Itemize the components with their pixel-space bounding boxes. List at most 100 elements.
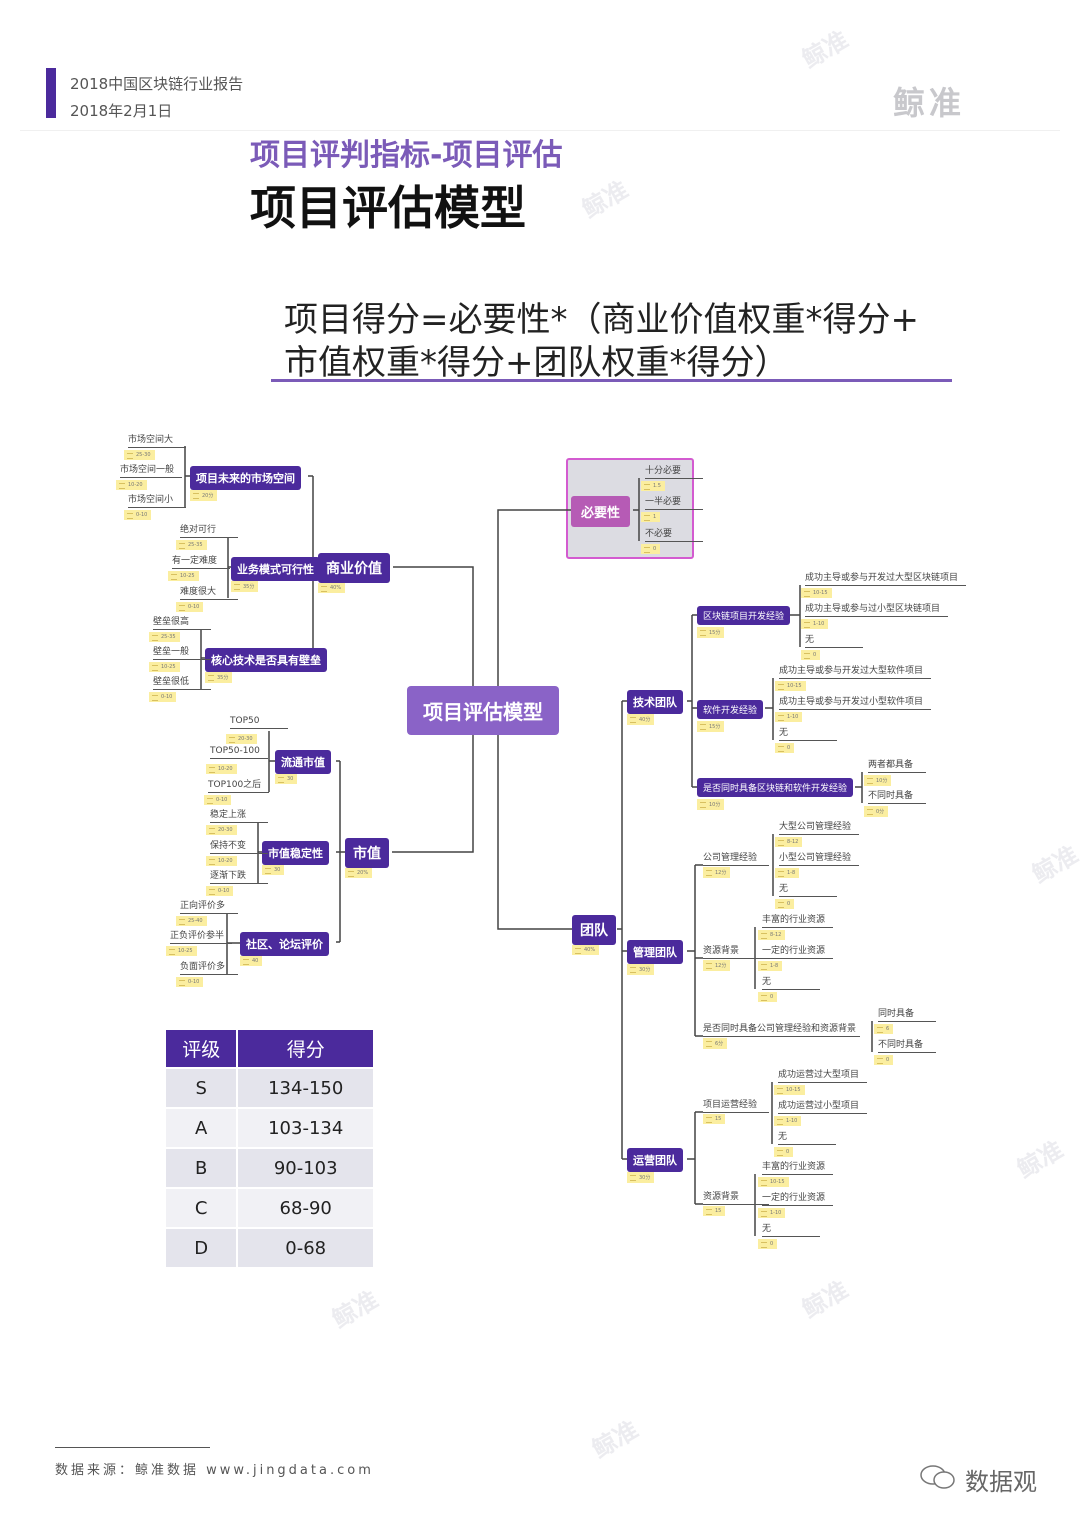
score-note-badge: 0 [774, 1147, 794, 1157]
score-note-badge: 6分 [703, 1038, 728, 1049]
mindmap-root: 项目评估模型 [407, 686, 559, 735]
score-note-badge: 15分 [697, 721, 725, 732]
score-note-badge: 1 [641, 512, 661, 522]
mindmap-node: 管理团队 [627, 940, 683, 964]
mindmap-option: 无 [762, 974, 820, 990]
score-range-cell: 68-90 [238, 1187, 375, 1227]
wechat-icon [920, 1465, 955, 1489]
score-range-cell: 0-68 [238, 1227, 375, 1267]
score-note-badge: 1-10 [774, 1116, 802, 1126]
score-note-badge: 30分 [627, 1172, 655, 1183]
mindmap-option: 难度很大 [180, 584, 238, 600]
brand-logo: 鲸准 [893, 84, 966, 122]
mindmap-option: 一定的行业资源 [762, 1190, 834, 1206]
formula-underline [271, 379, 952, 382]
score-note-badge: 20-30 [206, 825, 237, 835]
mindmap-node: 运营团队 [627, 1148, 683, 1172]
mindmap-option: 两者都具备 [868, 757, 926, 773]
mindmap-option: 稳定上涨 [210, 807, 268, 823]
score-note-badge: 15 [703, 1114, 726, 1124]
score-note-badge: 35分 [205, 672, 233, 683]
score-note-badge: 0 [801, 650, 821, 660]
mindmap-node: 区块链项目开发经验 [697, 606, 791, 625]
score-note-badge: 25-30 [124, 450, 155, 460]
score-note-badge: 10-15 [775, 681, 806, 691]
score-note-badge: 10-25 [168, 571, 199, 581]
score-note-badge: 20% [345, 868, 373, 878]
mindmap-node: 是否同时具备区块链和软件开发经验 [697, 778, 854, 797]
score-note-badge: 0-10 [176, 602, 204, 612]
mindmap-node: 公司管理经验 [703, 850, 769, 866]
score-note-badge: 15 [703, 1206, 726, 1216]
mindmap-node: 资源背景 [703, 943, 769, 959]
mindmap-node: 技术团队 [627, 690, 683, 714]
mindmap-option: 成功主导或参与开发过大型区块链项目 [805, 570, 967, 586]
score-range-cell: 103-134 [238, 1107, 375, 1147]
score-note-badge: 40分 [627, 714, 655, 725]
mindmap-option: 丰富的行业资源 [762, 912, 834, 928]
score-note-badge: 35分 [231, 581, 259, 592]
mindmap-option: 不必要 [645, 526, 703, 542]
score-note-badge: 0 [874, 1055, 894, 1065]
mindmap-option: 成功运营过大型项目 [778, 1067, 868, 1083]
mindmap-option: 市场空间一般 [120, 462, 183, 478]
grade-cell: C [166, 1187, 239, 1227]
mindmap-option: 负面评价多 [180, 959, 238, 975]
mindmap-option: 有一定难度 [172, 553, 230, 569]
score-note-badge: 25-35 [176, 540, 207, 550]
mindmap-node: 项目运营经验 [703, 1097, 769, 1113]
header-accent-bar [46, 68, 56, 118]
score-note-badge: 10-15 [801, 588, 832, 598]
footer-brand: 数据观 [965, 1468, 1037, 1496]
score-note-badge: 10-20 [206, 764, 237, 774]
mindmap-option: 正向评价多 [180, 898, 238, 914]
score-note-badge: 10-25 [166, 946, 197, 956]
score-note-badge: 8-12 [758, 930, 786, 940]
score-note-badge: 1-10 [775, 712, 803, 722]
mindmap-node: 市值稳定性 [262, 841, 329, 865]
score-note-badge: 0-10 [124, 510, 152, 520]
mindmap-option: TOP50 [230, 716, 288, 729]
header-score: 得分 [238, 1030, 375, 1067]
mindmap-option: 成功主导或参与开发过小型软件项目 [779, 694, 932, 710]
mindmap-option: 丰富的行业资源 [762, 1159, 834, 1175]
score-note-badge: 0-10 [176, 977, 204, 987]
footer-divider [55, 1447, 210, 1448]
score-note-badge: 25-40 [176, 916, 207, 926]
score-note-badge: 40% [318, 583, 346, 593]
score-note-badge: 10分 [864, 775, 892, 786]
mindmap-option: 成功运营过小型项目 [778, 1098, 868, 1114]
formula-line-1: 项目得分=必要性*（商业价值权重*得分+ [284, 300, 919, 340]
grade-cell: A [166, 1107, 239, 1147]
mindmap-node: 团队 [572, 915, 616, 945]
mindmap-option: 无 [779, 881, 837, 897]
mindmap-option: TOP50-100 [210, 746, 268, 759]
grade-cell: D [166, 1227, 239, 1267]
mindmap-option: 无 [778, 1129, 836, 1145]
score-note-badge: 12分 [703, 867, 731, 878]
score-note-badge: 20-30 [226, 734, 257, 744]
score-note-badge: 1-8 [758, 961, 783, 971]
score-note-badge: 1-8 [775, 868, 800, 878]
mindmap-option: TOP100之后 [208, 777, 270, 793]
score-range-cell: 134-150 [238, 1067, 375, 1107]
score-range-cell: 90-103 [238, 1147, 375, 1187]
mindmap-option: 成功主导或参与过小型区块链项目 [805, 601, 949, 617]
mindmap-option: 壁垒一般 [153, 644, 211, 660]
mindmap-option: 正负评价参半 [170, 928, 233, 944]
mindmap-option: 市场空间小 [128, 492, 186, 508]
score-note-badge: 0-10 [149, 692, 177, 702]
score-note-badge: 20分 [190, 490, 218, 501]
header-divider [20, 130, 1060, 131]
mindmap-node: 核心技术是否具有壁垒 [205, 648, 327, 672]
score-note-badge: 15分 [697, 627, 725, 638]
score-note-badge: 30分 [627, 964, 655, 975]
score-note-badge: 0-10 [204, 795, 232, 805]
score-note-badge: 0 [641, 544, 661, 554]
mindmap-node: 项目未来的市场空间 [190, 466, 301, 490]
